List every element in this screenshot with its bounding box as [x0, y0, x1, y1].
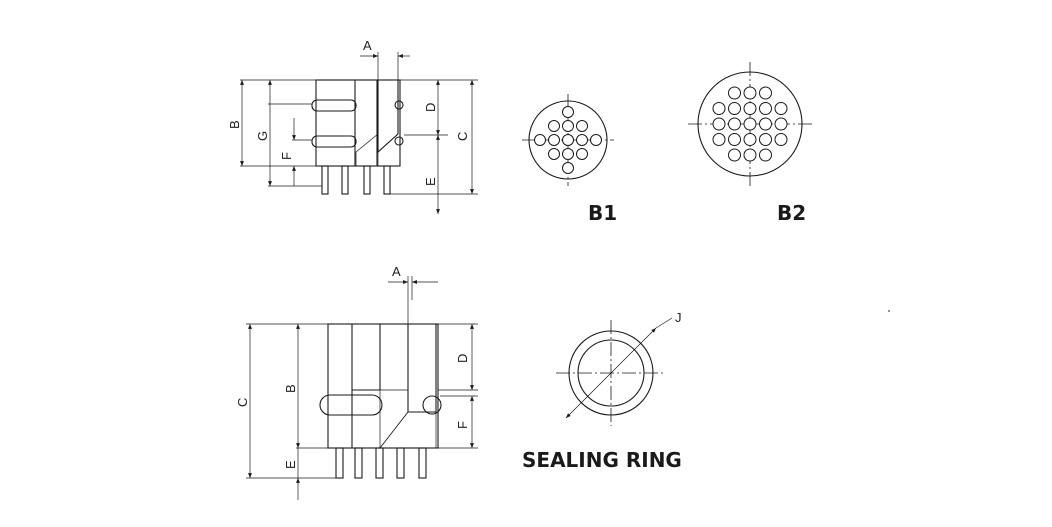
b1-contact-hole [562, 120, 574, 132]
b2-contact-holes [712, 86, 788, 162]
top-dim-a-label: A [363, 38, 372, 53]
b1-contact-hole [548, 148, 560, 160]
top-dim-e-label: E [423, 177, 438, 186]
top-pins [321, 165, 391, 195]
b1-contact-hole [590, 134, 602, 146]
bottom-hatched-wall [407, 323, 437, 413]
b1-contact-hole [576, 134, 588, 146]
top-seal-upper [311, 99, 357, 112]
b2-contact-hole [712, 117, 726, 131]
b2-contact-hole [743, 102, 757, 115]
b2-contact-hole [759, 148, 772, 162]
sealing-ring-caption: SEALING RING [522, 448, 682, 472]
b2-contact-hole [728, 102, 741, 115]
bottom-dim-e-label: E [283, 460, 298, 469]
top-seal-lower [311, 135, 357, 148]
bottom-dim-b-label: B [283, 384, 298, 393]
b1-contact-hole [562, 106, 574, 118]
b2-contact-hole [712, 133, 726, 146]
top-connector-view: B G F A D E C [227, 38, 478, 214]
b2-contact-hole [743, 133, 757, 146]
b2-contact-hole [743, 148, 757, 162]
top-dim-g-label: G [255, 131, 270, 141]
top-dim-c-label: C [455, 132, 470, 141]
b2-contact-hole [774, 117, 788, 131]
bottom-dim-d-label: D [455, 354, 470, 363]
b2-contact-hole [759, 117, 772, 131]
b2-contact-hole [728, 148, 741, 162]
top-body-outline [315, 79, 401, 167]
top-dim-d-label: D [423, 103, 438, 112]
b1-contact-hole [562, 162, 574, 174]
bottom-seal [319, 394, 383, 416]
b1-contact-hole [562, 134, 574, 146]
b2-contact-hole [759, 86, 772, 100]
b1-contact-hole [562, 148, 574, 160]
sealing-ring-view: J SEALING RING [522, 310, 682, 472]
b2-contact-hole [728, 86, 741, 100]
b2-contact-hole [743, 86, 757, 100]
b2-contact-hole [774, 102, 788, 115]
b2-contact-hole [759, 102, 772, 115]
b2-contact-hole [712, 102, 726, 115]
b2-contact-hole [728, 117, 741, 131]
bottom-pins [335, 447, 427, 479]
b1-contact-hole [576, 120, 588, 132]
bottom-dim-f-label: F [455, 421, 470, 429]
b2-contact-hole [728, 133, 741, 146]
top-dim-b-label: B [227, 120, 242, 129]
b1-contact-hole [548, 120, 560, 132]
bottom-connector-view: C B E A D F [235, 264, 478, 500]
b1-face-view: B1 [522, 94, 617, 225]
bottom-dim-a-label: A [392, 264, 401, 279]
top-dim-f-label: F [279, 152, 294, 160]
bottom-dim-c-label: C [235, 398, 250, 407]
b1-contact-hole [534, 134, 546, 146]
b2-caption: B2 [777, 201, 806, 225]
b2-face-view: B2 [688, 62, 812, 225]
stray-dot [888, 310, 890, 312]
top-hatched-wall [377, 79, 399, 154]
b1-contact-hole [548, 134, 560, 146]
b1-caption: B1 [588, 201, 617, 225]
ring-dim-j-label: J [675, 310, 682, 325]
b2-contact-hole [759, 133, 772, 146]
bottom-body-outline [327, 323, 439, 449]
b1-contact-hole [576, 148, 588, 160]
b1-contact-holes [534, 106, 602, 174]
b2-contact-hole [743, 117, 757, 131]
b2-contact-hole [774, 133, 788, 146]
